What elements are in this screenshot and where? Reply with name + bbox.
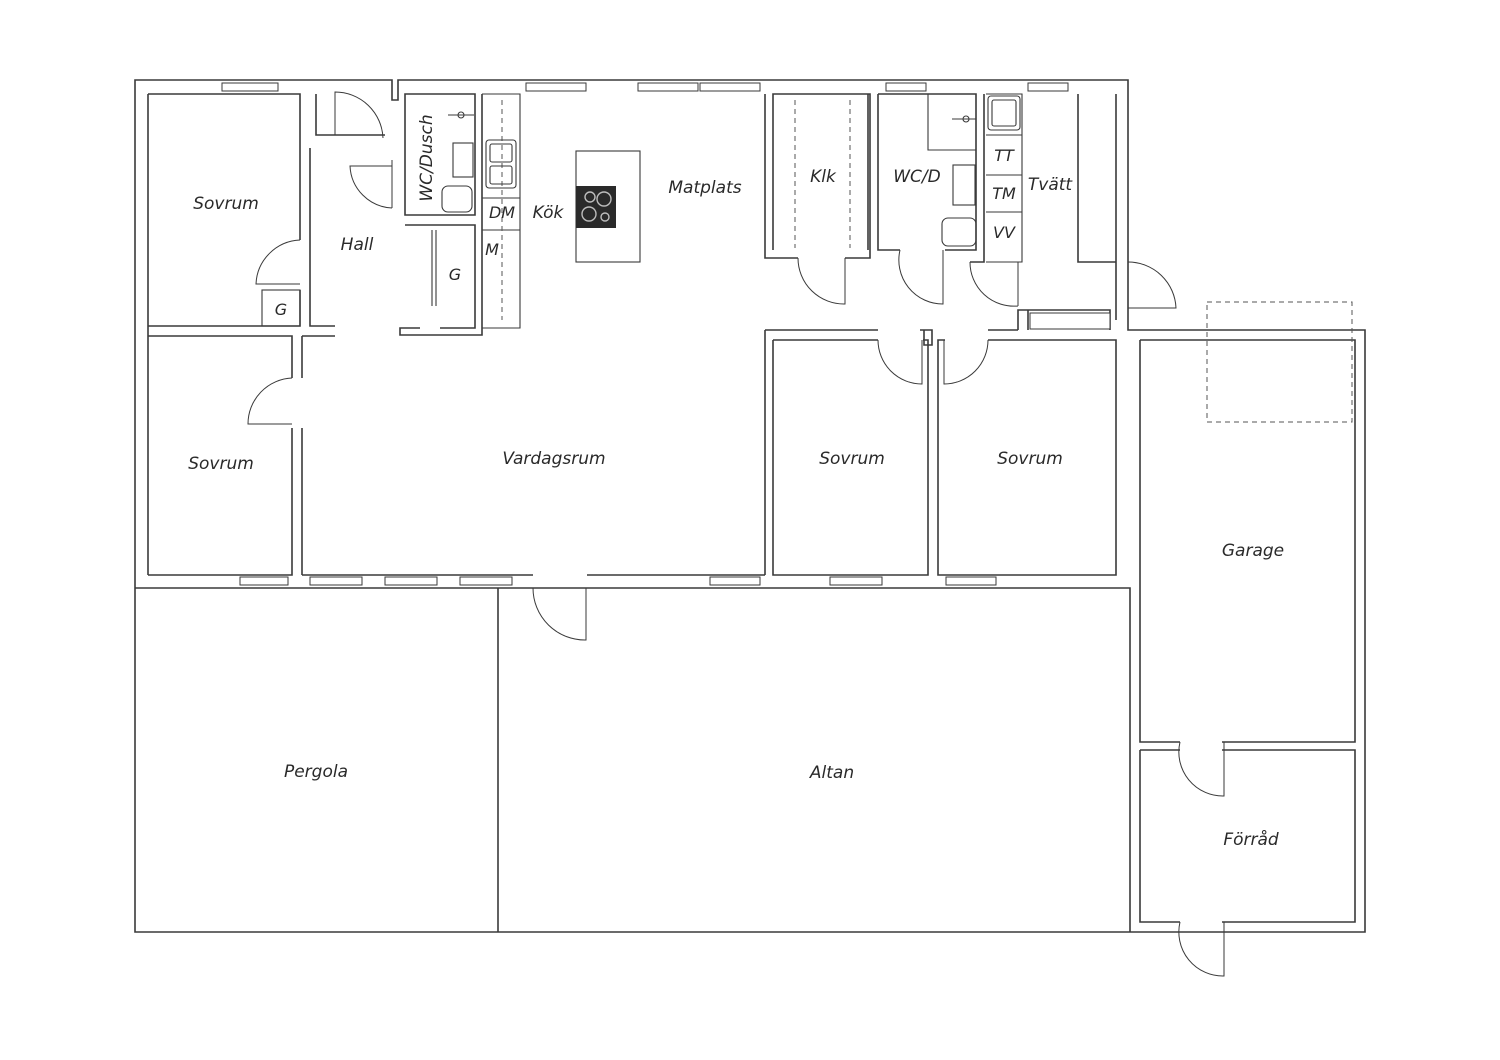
room-labels: Sovrum Hall WC/Dusch G G DM M Kök Matpla… xyxy=(188,114,1284,850)
label-hall: Hall xyxy=(341,235,374,255)
label-altan: Altan xyxy=(809,763,854,783)
label-kok: Kök xyxy=(533,203,565,223)
label-sovrum-c1: Sovrum xyxy=(819,449,885,469)
label-matplats: Matplats xyxy=(668,178,741,198)
label-tm: TM xyxy=(992,184,1016,203)
label-wc-dusch: WC/Dusch xyxy=(417,114,437,201)
label-vardagsrum: Vardagsrum xyxy=(502,449,605,469)
hob-icon xyxy=(576,186,616,228)
label-forrad: Förråd xyxy=(1223,829,1279,850)
fixtures xyxy=(431,94,1021,306)
label-g-hall: G xyxy=(449,265,461,284)
label-sovrum-w: Sovrum xyxy=(188,454,254,474)
windows xyxy=(221,82,1111,586)
interior-walls xyxy=(135,93,1356,932)
label-sovrum-nw: Sovrum xyxy=(193,194,259,214)
label-g-bed: G xyxy=(275,300,287,319)
label-vv: VV xyxy=(993,223,1016,242)
label-sovrum-c2: Sovrum xyxy=(997,449,1063,469)
label-tvatt: Tvätt xyxy=(1028,175,1074,195)
outer-walls xyxy=(134,79,1366,933)
label-garage: Garage xyxy=(1222,541,1284,561)
label-wc-d: WC/D xyxy=(893,167,941,187)
door-swings xyxy=(247,91,1225,977)
label-klk: Klk xyxy=(810,167,837,187)
label-m: M xyxy=(485,240,499,259)
label-pergola: Pergola xyxy=(284,762,348,782)
label-dm: DM xyxy=(489,203,515,222)
label-tt: TT xyxy=(994,146,1015,165)
